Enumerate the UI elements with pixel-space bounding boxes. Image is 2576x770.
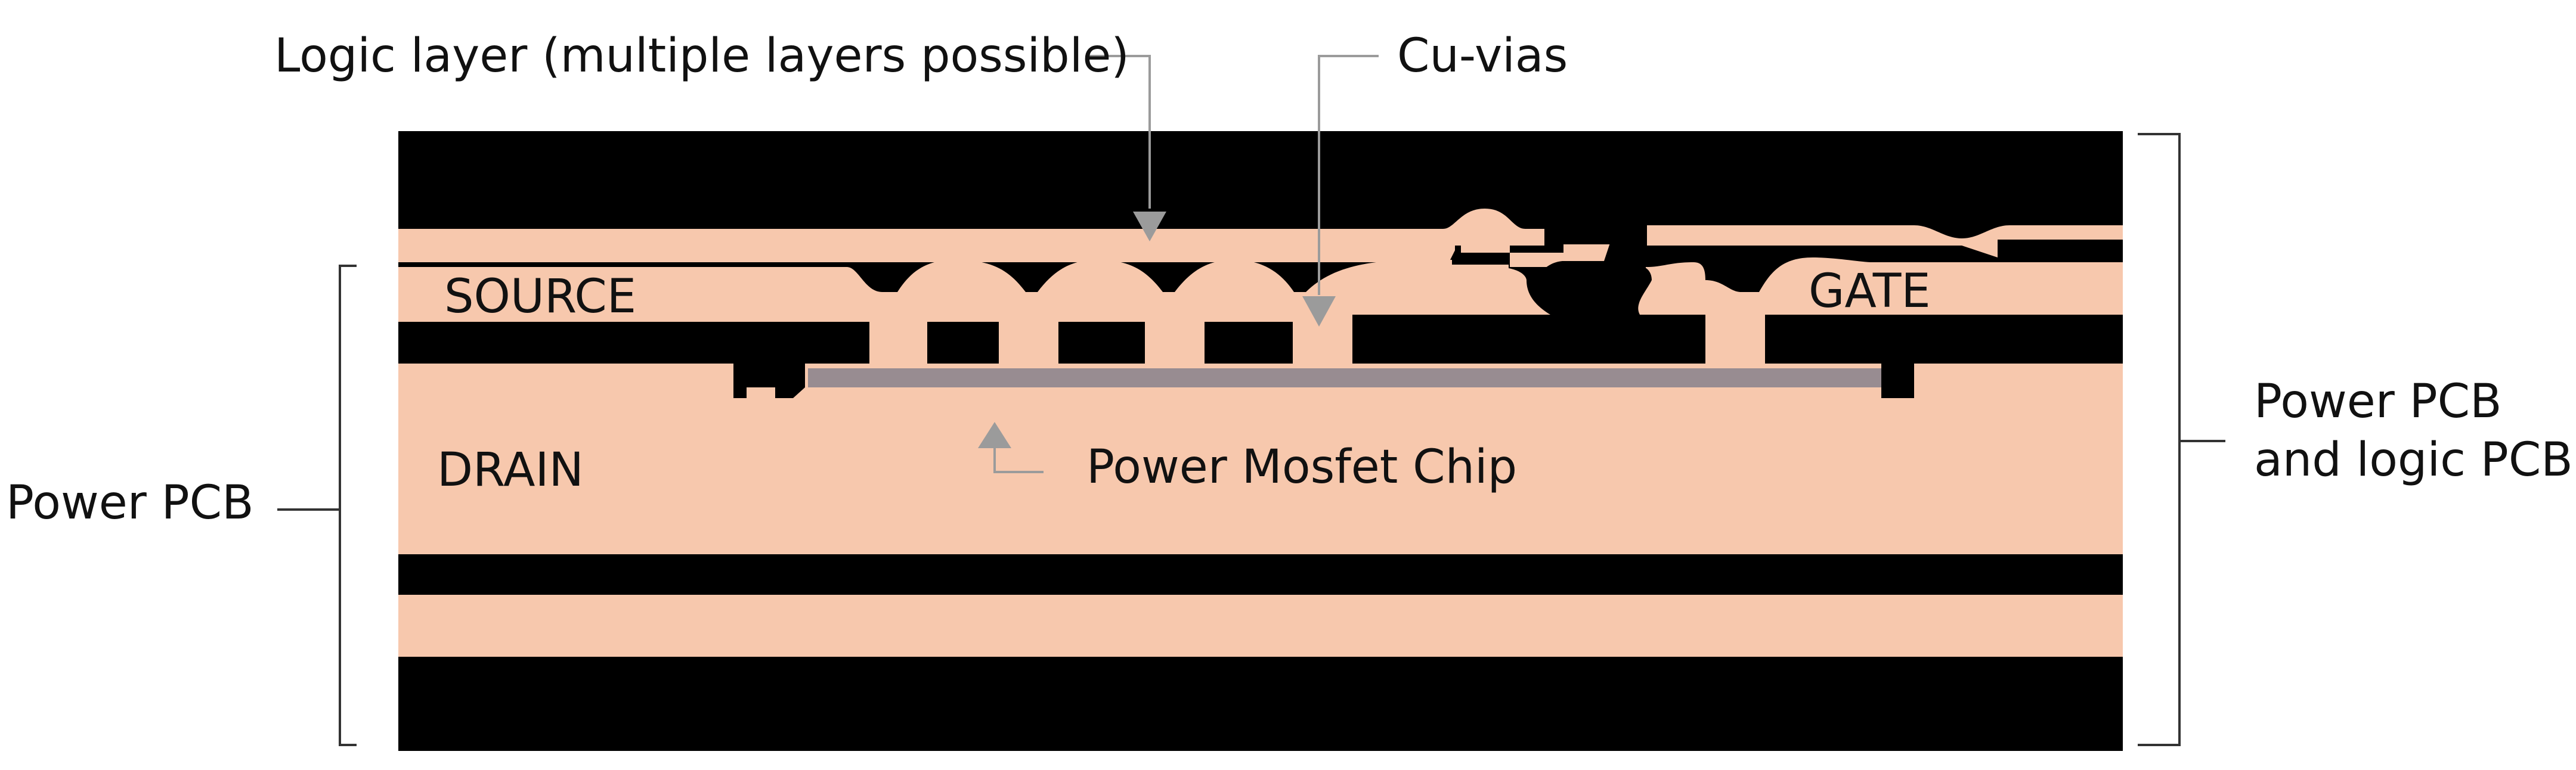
insulator-mid-b	[1058, 322, 1145, 364]
logic-layer-leader	[1088, 55, 1151, 209]
insulator-mid-c	[1205, 322, 1293, 364]
power-mosfet-chip	[808, 368, 1881, 387]
label-cu-vias: Cu-vias	[1397, 29, 1568, 83]
power-pcb-bracket	[339, 265, 357, 746]
power-logic-pcb-bracket	[2138, 133, 2181, 746]
chip-leader	[993, 448, 1044, 473]
via-2	[999, 316, 1058, 370]
insulator-mid-d	[1352, 315, 1705, 364]
label-power-logic-pcb-line1: Power PCB	[2254, 375, 2502, 429]
cu-vias-arrowhead	[1302, 296, 1336, 327]
drain-pad-right	[1881, 364, 1914, 398]
solder-bump	[1532, 222, 1646, 322]
logic-layer-arrowhead	[1133, 212, 1166, 241]
insulator-mid-left	[398, 322, 869, 364]
label-gate: GATE	[1809, 265, 1931, 318]
via-3	[1145, 316, 1205, 370]
cu-vias-leader	[1318, 55, 1379, 295]
insulator-mid-a	[927, 322, 999, 364]
label-drain: DRAIN	[437, 443, 584, 497]
logic-layer-copper	[398, 209, 1544, 262]
label-power-pcb: Power PCB	[6, 476, 254, 530]
lower-copper-layer	[398, 595, 2123, 657]
via-gate	[1705, 310, 1765, 370]
source-copper-layer	[398, 260, 1550, 322]
via-4	[1293, 316, 1352, 370]
label-power-logic-pcb-line2: and logic PCB	[2254, 433, 2573, 487]
label-logic-layer: Logic layer (multiple layers possible)	[274, 29, 1129, 83]
via-1	[868, 316, 927, 370]
label-source: SOURCE	[444, 270, 636, 324]
chip-arrowhead	[978, 422, 1011, 448]
logic-layer-copper-right	[1647, 225, 2123, 257]
gate-copper-layer	[1638, 257, 2123, 315]
drain-pad-left	[733, 364, 805, 387]
insulator-mid-e	[1765, 315, 2123, 364]
label-power-mosfet-chip: Power Mosfet Chip	[1086, 440, 1517, 494]
drain-copper-layer	[398, 364, 2123, 554]
